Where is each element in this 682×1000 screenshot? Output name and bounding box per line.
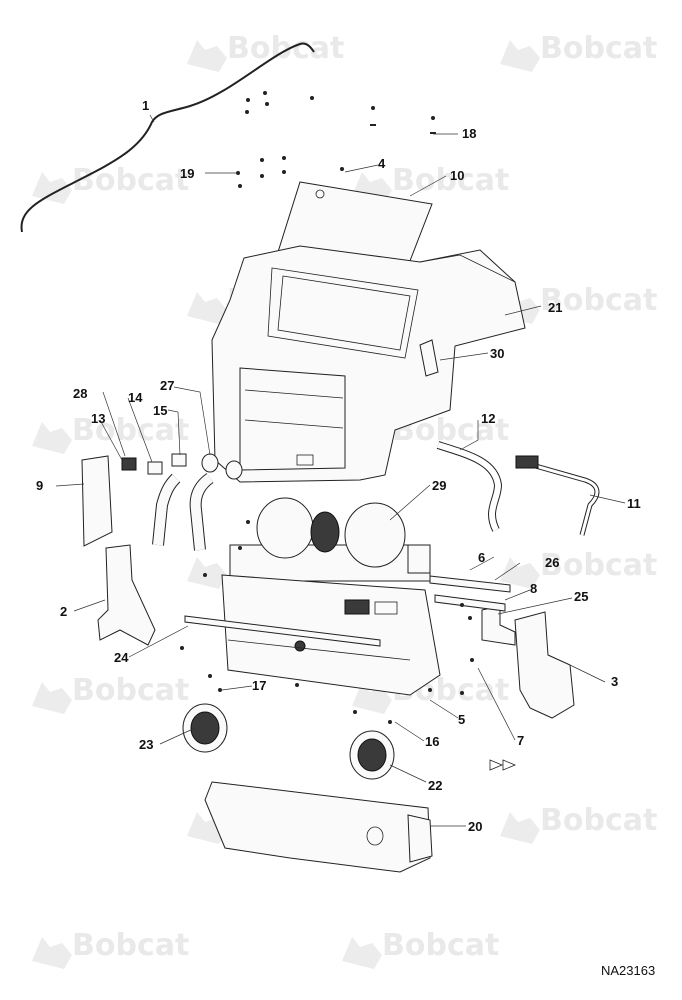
bobcat-logo-icon xyxy=(32,937,72,969)
callout-10: 10 xyxy=(450,168,464,183)
watermark-text: Bobcat xyxy=(392,163,509,198)
vent-23 xyxy=(182,703,228,753)
callout-5: 5 xyxy=(458,712,465,727)
callout-7: 7 xyxy=(517,733,524,748)
arrow-marks xyxy=(489,759,517,771)
tray-20 xyxy=(204,781,433,873)
callout-8: 8 xyxy=(530,581,537,596)
bobcat-logo-icon xyxy=(32,422,72,454)
callout-6: 6 xyxy=(478,550,485,565)
callout-19: 19 xyxy=(180,166,194,181)
callout-1: 1 xyxy=(142,98,149,113)
bobcat-watermark: Bobcat xyxy=(187,31,344,72)
bobcat-watermark: Bobcat xyxy=(500,803,657,844)
callout-30: 30 xyxy=(490,346,504,361)
bobcat-logo-icon xyxy=(500,812,540,844)
callout-12: 12 xyxy=(481,411,495,426)
fasteners xyxy=(180,520,474,724)
rail-24 xyxy=(184,615,381,647)
bobcat-logo-icon xyxy=(187,40,227,72)
callout-27: 27 xyxy=(160,378,174,393)
watermark-text: Bobcat xyxy=(227,31,344,66)
watermark-text: Bobcat xyxy=(72,413,189,448)
bobcat-logo-icon xyxy=(342,937,382,969)
callout-11: 11 xyxy=(627,496,641,511)
callout-20: 20 xyxy=(468,819,482,834)
watermark-text: Bobcat xyxy=(540,548,657,583)
callout-13: 13 xyxy=(91,411,105,426)
watermark-text: Bobcat xyxy=(540,31,657,66)
callout-17: 17 xyxy=(252,678,266,693)
gasket-9 xyxy=(81,455,113,547)
latch-30 xyxy=(419,339,439,377)
watermark-text: Bobcat xyxy=(540,803,657,838)
bobcat-logo-icon xyxy=(500,40,540,72)
tube-11 xyxy=(515,455,600,536)
watermark-text: Bobcat xyxy=(72,928,189,963)
callout-9: 9 xyxy=(36,478,43,493)
callout-16: 16 xyxy=(425,734,439,749)
callout-23: 23 xyxy=(139,737,153,752)
bobcat-watermark: Bobcat xyxy=(32,163,189,204)
bobcat-watermark: Bobcat xyxy=(500,31,657,72)
vent-22 xyxy=(349,730,395,780)
bracket-3 xyxy=(514,611,575,719)
bracket-2 xyxy=(97,544,156,646)
clamps-27 xyxy=(201,453,243,480)
leader-lines xyxy=(55,114,626,827)
bobcat-watermark: Bobcat xyxy=(500,283,657,324)
watermark-text: Bobcat xyxy=(540,283,657,318)
bobcat-watermark: Bobcat xyxy=(32,413,189,454)
callout-25: 25 xyxy=(574,589,588,604)
callout-14: 14 xyxy=(128,390,143,405)
callout-18: 18 xyxy=(462,126,476,141)
bobcat-watermark: Bobcat xyxy=(500,548,657,589)
callout-22: 22 xyxy=(428,778,442,793)
bobcat-watermark: Bobcat xyxy=(342,928,499,969)
callout-21: 21 xyxy=(548,300,562,315)
screws-19 xyxy=(236,156,344,188)
housing-21 xyxy=(211,245,526,483)
callout-15: 15 xyxy=(153,403,167,418)
bobcat-watermark: Bobcat xyxy=(32,673,189,714)
callout-28: 28 xyxy=(73,386,87,401)
bobcat-logo-icon xyxy=(500,557,540,589)
rail-8 xyxy=(434,594,506,612)
callout-4: 4 xyxy=(378,156,386,171)
callout-26: 26 xyxy=(545,555,559,570)
bobcat-logo-icon xyxy=(32,172,72,204)
fittings-13-14-28 xyxy=(121,453,187,475)
screws-18 xyxy=(245,91,436,134)
callout-24: 24 xyxy=(114,650,129,665)
bobcat-logo-icon xyxy=(187,557,227,589)
rail-6 xyxy=(429,575,511,593)
watermark-text: Bobcat xyxy=(382,928,499,963)
callout-labels: 1234567891011121314151617181920212223242… xyxy=(36,98,641,834)
watermark-text: Bobcat xyxy=(72,163,189,198)
callout-29: 29 xyxy=(432,478,446,493)
watermark-text: Bobcat xyxy=(72,673,189,708)
bobcat-logo-icon xyxy=(187,292,227,324)
blower-29 xyxy=(229,497,431,582)
drawing-code: NA23163 xyxy=(601,963,655,978)
bracket-1 xyxy=(20,42,315,233)
callout-2: 2 xyxy=(60,604,67,619)
callout-3: 3 xyxy=(611,674,618,689)
bracket-25 xyxy=(481,605,516,646)
bobcat-watermark: Bobcat xyxy=(32,928,189,969)
bobcat-logo-icon xyxy=(32,682,72,714)
